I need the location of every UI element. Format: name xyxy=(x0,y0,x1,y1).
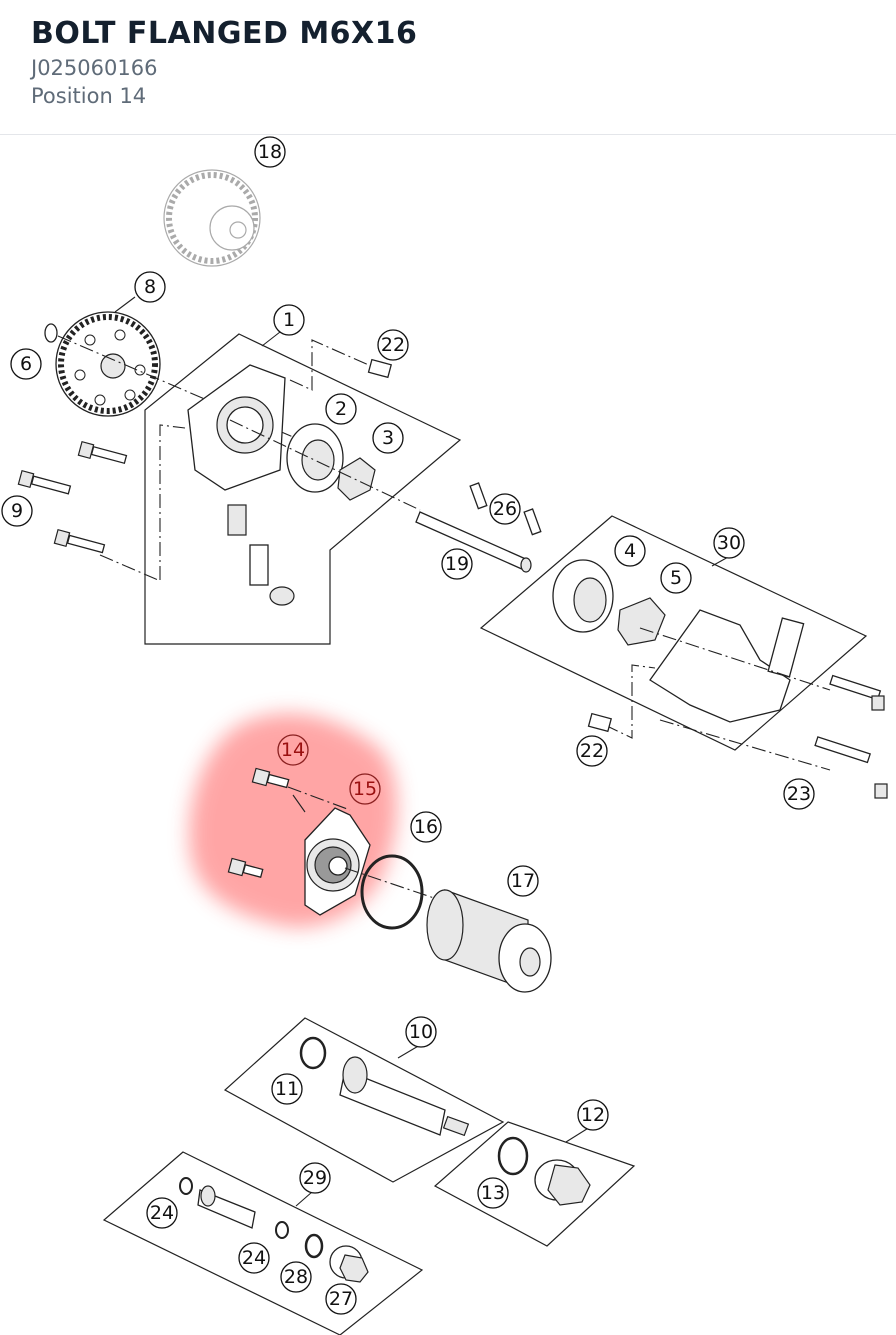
svg-text:17: 17 xyxy=(511,870,535,892)
svg-text:28: 28 xyxy=(284,1266,308,1288)
callout-12[interactable]: 12 xyxy=(577,1099,609,1131)
svg-text:13: 13 xyxy=(481,1182,505,1204)
svg-text:4: 4 xyxy=(624,540,636,562)
callout-4[interactable]: 4 xyxy=(614,535,646,567)
svg-text:3: 3 xyxy=(382,427,394,449)
callout-24-center[interactable]: 24 xyxy=(238,1242,270,1274)
valve-10 xyxy=(299,1036,470,1137)
svg-text:5: 5 xyxy=(670,567,682,589)
callout-17[interactable]: 17 xyxy=(507,865,539,897)
callout-10[interactable]: 10 xyxy=(405,1016,437,1048)
svg-text:24: 24 xyxy=(150,1202,174,1224)
part-number: J025060166 xyxy=(31,56,158,80)
callout-18[interactable]: 18 xyxy=(254,136,286,168)
svg-text:26: 26 xyxy=(493,498,517,520)
callout-22-top[interactable]: 22 xyxy=(377,329,409,361)
svg-text:30: 30 xyxy=(717,532,741,554)
callout-9[interactable]: 9 xyxy=(1,495,33,527)
callout-8[interactable]: 8 xyxy=(134,271,166,303)
svg-text:10: 10 xyxy=(409,1021,433,1043)
callout-14[interactable]: 14 xyxy=(277,734,309,766)
group-outline-1 xyxy=(144,333,462,645)
callout-11[interactable]: 11 xyxy=(271,1073,303,1105)
group-outline-12 xyxy=(433,1121,636,1247)
bolts-9 xyxy=(17,440,159,581)
svg-text:29: 29 xyxy=(303,1167,327,1189)
position-label: Position 14 xyxy=(31,84,147,108)
group-outline-10 xyxy=(223,1017,505,1183)
pump-housing xyxy=(187,364,421,606)
oil-filter-17 xyxy=(426,889,552,993)
callout-29[interactable]: 29 xyxy=(299,1162,331,1194)
svg-text:2: 2 xyxy=(335,398,347,420)
group-outline-30 xyxy=(479,515,868,751)
callout-27[interactable]: 27 xyxy=(325,1283,357,1315)
svg-text:14: 14 xyxy=(281,739,305,761)
cover-15 xyxy=(304,807,441,916)
svg-text:11: 11 xyxy=(275,1078,299,1100)
pin-26a xyxy=(469,482,488,510)
svg-text:12: 12 xyxy=(581,1104,605,1126)
callout-30[interactable]: 30 xyxy=(713,527,745,559)
header: BOLT FLANGED M6X16 J025060166 Position 1… xyxy=(0,0,896,135)
sleeve-22a xyxy=(367,358,393,379)
circlip-6 xyxy=(44,323,58,343)
shaft-19 xyxy=(415,511,532,573)
part-title: BOLT FLANGED M6X16 xyxy=(31,16,418,51)
svg-text:18: 18 xyxy=(258,141,282,163)
bolt-14-lower xyxy=(227,857,264,878)
callout-19[interactable]: 19 xyxy=(441,548,473,580)
callout-15[interactable]: 15 xyxy=(349,773,381,805)
group-outline-29 xyxy=(102,1151,424,1335)
callout-1[interactable]: 1 xyxy=(273,304,305,336)
gear-8 xyxy=(55,311,161,417)
svg-text:19: 19 xyxy=(445,553,469,575)
svg-text:1: 1 xyxy=(283,309,295,331)
pin-26b xyxy=(523,508,542,536)
callout-13[interactable]: 13 xyxy=(477,1177,509,1209)
callout-28[interactable]: 28 xyxy=(280,1261,312,1293)
callout-5[interactable]: 5 xyxy=(660,562,692,594)
valve-29 xyxy=(179,1177,369,1283)
pump-housing-30 xyxy=(552,559,888,799)
bolt-14-upper xyxy=(251,767,351,811)
callout-24-left[interactable]: 24 xyxy=(146,1197,178,1229)
svg-text:27: 27 xyxy=(329,1288,353,1310)
callout-3[interactable]: 3 xyxy=(372,422,404,454)
callout-6[interactable]: 6 xyxy=(10,348,42,380)
callout-26[interactable]: 26 xyxy=(489,493,521,525)
svg-text:6: 6 xyxy=(20,353,32,375)
gear-18 xyxy=(163,169,261,267)
svg-text:24: 24 xyxy=(242,1247,266,1269)
svg-text:16: 16 xyxy=(414,816,438,838)
callout-16[interactable]: 16 xyxy=(410,811,442,843)
svg-text:15: 15 xyxy=(353,778,377,800)
svg-text:23: 23 xyxy=(787,783,811,805)
o-ring-16 xyxy=(360,854,424,930)
sleeve-22b xyxy=(587,712,613,733)
callout-23[interactable]: 23 xyxy=(783,778,815,810)
plug-12 xyxy=(497,1136,591,1206)
svg-text:8: 8 xyxy=(144,276,156,298)
callout-2[interactable]: 2 xyxy=(325,393,357,425)
svg-text:9: 9 xyxy=(11,500,23,522)
svg-text:22: 22 xyxy=(580,740,604,762)
callout-22-bottom[interactable]: 22 xyxy=(576,735,608,767)
svg-text:22: 22 xyxy=(381,334,405,356)
